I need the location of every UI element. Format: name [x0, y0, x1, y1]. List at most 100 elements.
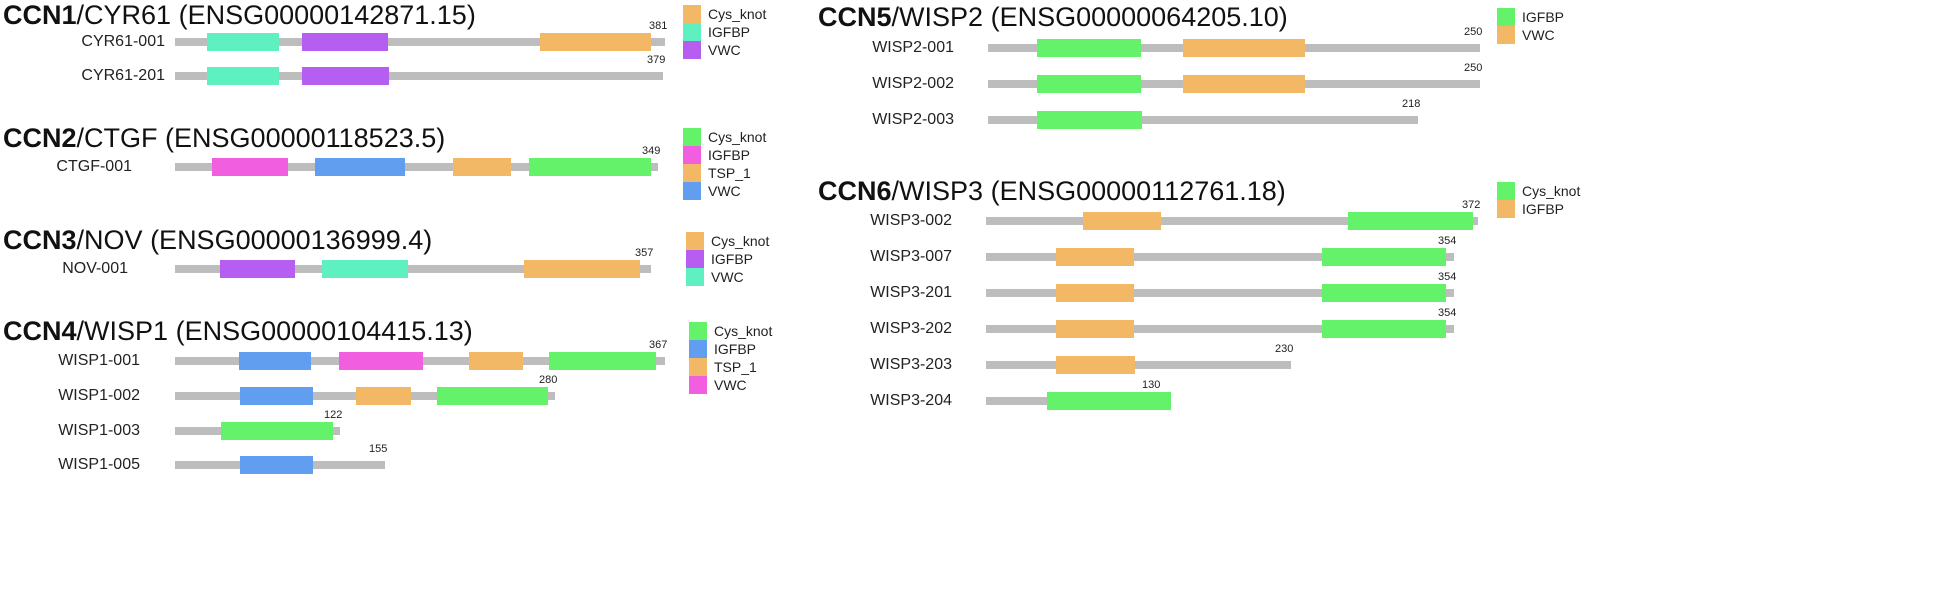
legend-swatch-cys-knot — [683, 128, 701, 146]
domain-igfbp-cyr61-001 — [207, 33, 280, 51]
transcript-backbone-wisp3-203 — [986, 361, 1291, 369]
transcript-label-wisp3-002: WISP3-002 — [870, 212, 952, 229]
legend-swatch-vwc — [683, 41, 701, 59]
ensembl-id: (ENSG00000136999.4) — [150, 225, 433, 255]
domain-igfbp-wisp2-001 — [1037, 39, 1142, 57]
ensembl-id: (ENSG00000112761.18) — [990, 176, 1286, 206]
transcript-label-wisp3-203: WISP3-203 — [870, 356, 952, 373]
length-label-wisp2-001: 250 — [1464, 26, 1483, 38]
domain-igfbp-wisp3-201 — [1056, 284, 1135, 302]
legend-swatch-vwc — [689, 376, 707, 394]
length-label-wisp1-003: 122 — [324, 409, 343, 421]
transcript-backbone-nov-001 — [175, 265, 651, 273]
domain-vwc-cyr61-001 — [302, 33, 389, 51]
title-separator: / — [76, 0, 85, 30]
domain-igfbp-cyr61-201 — [207, 67, 280, 85]
transcript-backbone-wisp2-003 — [988, 116, 1418, 124]
domain-cys-knot-wisp1-001 — [548, 352, 656, 370]
transcript-backbone-wisp3-201 — [986, 289, 1454, 297]
transcript-label-wisp3-204: WISP3-204 — [870, 392, 952, 409]
domain-tsp-1-wisp1-002 — [355, 387, 412, 405]
legend-swatch-cys-knot — [683, 5, 701, 23]
domain-vwc-wisp2-001 — [1182, 39, 1305, 57]
title-separator: / — [76, 316, 85, 346]
legend-swatch-igfbp — [686, 250, 704, 268]
legend-label-cys-knot: Cys_knot — [714, 323, 773, 339]
transcript-label-wisp3-201: WISP3-201 — [870, 284, 952, 301]
transcript-label-wisp3-007: WISP3-007 — [870, 248, 952, 265]
transcript-backbone-ctgf-001 — [175, 163, 658, 171]
legend-label-cys-knot: Cys_knot — [708, 6, 767, 22]
legend-label-igfbp: IGFBP — [1522, 201, 1565, 217]
domain-igfbp-wisp1-001 — [239, 352, 312, 370]
panel-title-ccn2: CCN2/CTGF (ENSG00000118523.5) — [3, 123, 445, 153]
legend-label-cys-knot: Cys_knot — [1522, 183, 1581, 199]
domain-igfbp-wisp3-002 — [1082, 212, 1161, 230]
legend-label-vwc: VWC — [711, 269, 744, 285]
gene-symbol: CCN4 — [3, 316, 77, 346]
length-label-wisp3-204: 130 — [1142, 379, 1161, 391]
domain-igfbp-wisp2-002 — [1037, 75, 1142, 93]
legend-swatch-igfbp — [1497, 8, 1515, 26]
domain-igfbp-wisp2-003 — [1037, 111, 1142, 129]
gene-alias: NOV — [84, 225, 143, 255]
legend-label-igfbp: IGFBP — [714, 341, 757, 357]
legend-label-cys-knot: Cys_knot — [708, 129, 767, 145]
legend-swatch-vwc — [683, 182, 701, 200]
transcript-label-wisp1-001: WISP1-001 — [58, 352, 140, 369]
ensembl-id: (ENSG00000118523.5) — [165, 123, 446, 153]
transcript-label-ctgf-001: CTGF-001 — [56, 158, 132, 175]
length-label-wisp2-003: 218 — [1402, 98, 1421, 110]
legend-swatch-cys-knot — [1497, 182, 1515, 200]
domain-tsp-1-ctgf-001 — [453, 158, 512, 176]
legend-swatch-vwc — [1497, 26, 1515, 44]
panel-title-ccn4: CCN4/WISP1 (ENSG00000104415.13) — [3, 316, 473, 346]
legend-label-vwc: VWC — [714, 377, 747, 393]
title-space — [143, 225, 151, 255]
domain-vwc-ctgf-001 — [314, 158, 405, 176]
length-label-nov-001: 357 — [635, 247, 654, 259]
length-label-cyr61-001: 381 — [649, 20, 668, 32]
title-separator: / — [76, 123, 85, 153]
legend-label-igfbp: IGFBP — [1522, 9, 1565, 25]
transcript-label-wisp1-002: WISP1-002 — [58, 387, 140, 404]
domain-cys-knot-wisp1-002 — [436, 387, 549, 405]
title-space — [171, 0, 179, 30]
transcript-label-wisp1-005: WISP1-005 — [58, 456, 140, 473]
domain-cys-knot-wisp1-003 — [220, 422, 334, 440]
length-label-wisp2-002: 250 — [1464, 62, 1483, 74]
legend-swatch-igfbp — [689, 340, 707, 358]
title-space — [983, 2, 991, 32]
legend-swatch-igfbp — [683, 146, 701, 164]
domain-tsp-1-wisp1-001 — [468, 352, 524, 370]
legend-label-cys-knot: Cys_knot — [711, 233, 770, 249]
legend-swatch-igfbp — [683, 23, 701, 41]
domain-igfbp-nov-001 — [220, 260, 295, 278]
legend-swatch-cys-knot — [686, 232, 704, 250]
transcript-label-cyr61-201: CYR61-201 — [81, 67, 165, 84]
length-label-cyr61-201: 379 — [647, 54, 666, 66]
domain-cys-knot-nov-001 — [524, 260, 641, 278]
gene-alias: CYR61 — [84, 0, 172, 30]
domain-cys-knot-wisp3-201 — [1321, 284, 1447, 302]
domain-cys-knot-ctgf-001 — [529, 158, 652, 176]
title-separator: / — [891, 176, 900, 206]
domain-igfbp-wisp3-203 — [1056, 356, 1135, 374]
legend-swatch-cys-knot — [689, 322, 707, 340]
transcript-label-nov-001: NOV-001 — [62, 260, 128, 277]
panel-title-ccn1: CCN1/CYR61 (ENSG00000142871.15) — [3, 0, 476, 30]
legend-label-tsp-1: TSP_1 — [708, 165, 751, 181]
transcript-label-cyr61-001: CYR61-001 — [81, 33, 165, 50]
transcript-label-wisp3-202: WISP3-202 — [870, 320, 952, 337]
domain-vwc-wisp2-002 — [1182, 75, 1305, 93]
transcript-backbone-wisp3-002 — [986, 217, 1478, 225]
gene-symbol: CCN3 — [3, 225, 77, 255]
gene-alias: WISP1 — [84, 316, 169, 346]
domain-igfbp-wisp3-007 — [1056, 248, 1135, 266]
transcript-backbone-wisp3-202 — [986, 325, 1454, 333]
domain-igfbp-wisp3-202 — [1056, 320, 1135, 338]
length-label-wisp3-002: 372 — [1462, 199, 1481, 211]
transcript-label-wisp1-003: WISP1-003 — [58, 422, 140, 439]
length-label-wisp3-201: 354 — [1438, 271, 1457, 283]
